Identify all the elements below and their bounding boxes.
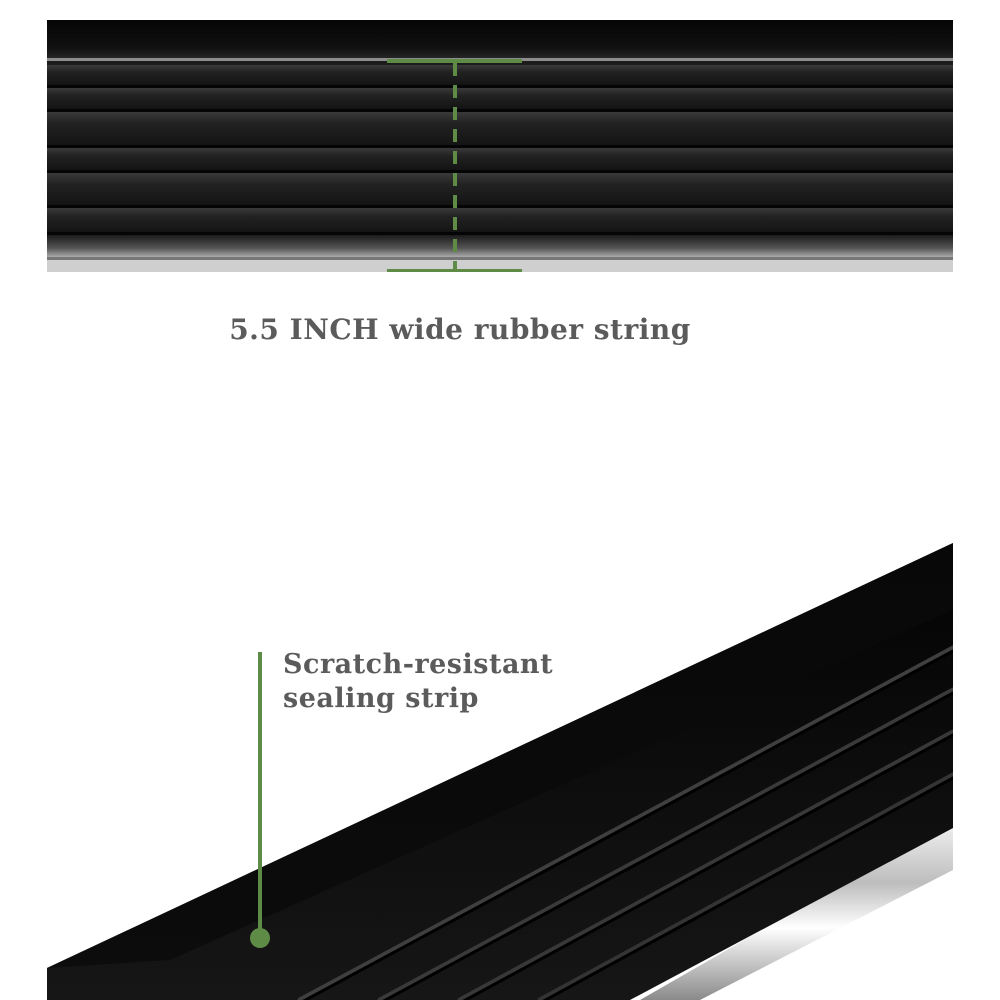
sealing-strip-caption-line1: Scratch-resistant — [283, 649, 554, 680]
running-board-top-view — [47, 20, 953, 272]
width-dimension-marker — [387, 59, 522, 272]
sealing-strip-caption-line2: sealing strip — [283, 682, 479, 714]
sealing-strip-caption: Scratch-resistant sealing strip — [283, 648, 553, 716]
width-caption: 5.5 INCH wide rubber string — [229, 313, 691, 346]
sealing-strip-ridges — [297, 645, 953, 1000]
rubber-ridges — [47, 65, 953, 272]
running-board-angle-view — [47, 543, 953, 1000]
callout-pointer — [250, 652, 270, 948]
